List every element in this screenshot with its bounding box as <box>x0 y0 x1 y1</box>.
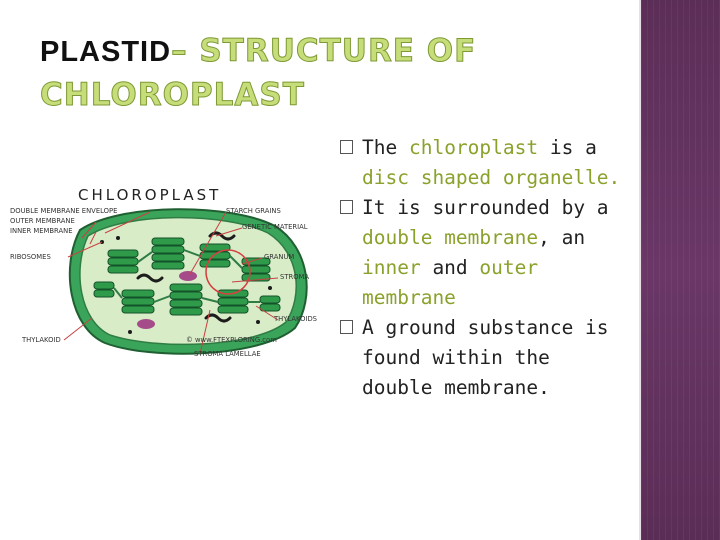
title-line-1: STRUCTURE OF <box>187 33 477 70</box>
label-granum: GRANUM <box>264 253 294 261</box>
label-genetic-material: GENETIC MATERIAL <box>242 223 308 231</box>
title-prefix: PLASTID <box>40 36 172 68</box>
bullet-box-icon <box>340 140 353 154</box>
bullet-item: The chloroplast is a disc shaped organel… <box>338 133 628 193</box>
label-thylakoids: THYLAKOIDS <box>273 315 317 323</box>
stroma-lamellae <box>113 249 260 303</box>
label-copyright: © www.FTEXPLORING.com <box>186 336 277 344</box>
label-stroma-lamellae: STROMA LAMELLAE <box>194 350 261 358</box>
bullet-text: It is surrounded by a <box>362 196 609 219</box>
bullet-item: It is surrounded by a double membrane, a… <box>338 193 628 313</box>
bullet-item: A ground substance is found within the d… <box>338 313 628 403</box>
grana-stacks <box>93 237 281 316</box>
bullet-list: The chloroplast is a disc shaped organel… <box>338 133 628 403</box>
label-starch-grains: STARCH GRAINS <box>226 207 281 215</box>
bullet-highlight: disc shaped organelle. <box>362 166 621 189</box>
label-ribosomes: RIBOSOMES <box>10 253 51 261</box>
label-stroma: STROMA <box>280 273 309 281</box>
bullet-highlight: inner <box>362 256 421 279</box>
bullet-text: is a <box>538 136 597 159</box>
label-outer-membrane: OUTER MEMBRANE <box>10 217 75 225</box>
granum-callout-circle <box>205 249 251 295</box>
panel-texture <box>641 0 720 540</box>
bullet-highlight: chloroplast <box>408 136 539 159</box>
bullet-highlight: double membrane <box>362 226 539 249</box>
title-line-2: CHLOROPLAST <box>40 77 305 114</box>
chloroplast-diagram: CHLOROPLAST <box>10 186 317 358</box>
bullet-text: and <box>420 256 480 279</box>
leader-lines <box>63 211 279 355</box>
label-inner-membrane: INNER MEMBRANE <box>10 227 73 235</box>
bullet-text: , an <box>538 226 586 249</box>
bullet-text: A ground substance is found within the d… <box>362 316 609 399</box>
bullet-text: The <box>362 136 409 159</box>
label-double-membrane: DOUBLE MEMBRANE ENVELOPE <box>10 207 117 215</box>
diagram-labels: DOUBLE MEMBRANE ENVELOPE OUTER MEMBRANE … <box>10 207 317 358</box>
bullet-box-icon <box>340 200 353 214</box>
bullet-box-icon <box>340 320 353 334</box>
label-thylakoid: THYLAKOID <box>21 336 61 344</box>
bullet-highlight: outer membrane <box>362 256 539 309</box>
diagram-heading: CHLOROPLAST <box>78 186 221 204</box>
slide-title: PLASTID– STRUCTURE OF CHLOROPLAST <box>40 30 600 117</box>
starch-grains <box>137 271 197 329</box>
panel-divider <box>639 0 641 540</box>
title-dash: – <box>171 33 188 70</box>
decorative-side-panel <box>641 0 720 540</box>
